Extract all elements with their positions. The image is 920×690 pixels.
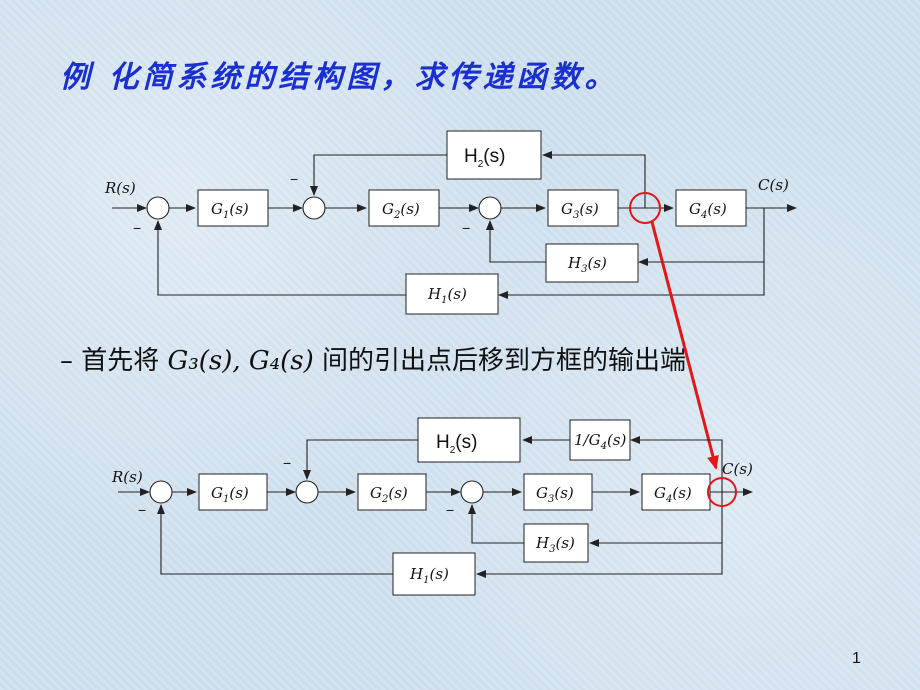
step-text: – 首先将 G₃(s), G₄(s) 间的引出点后移到方框的输出端: [60, 340, 686, 377]
top-block-G2: [368, 189, 440, 227]
svg-text:G3(s): G3(s): [561, 200, 599, 221]
svg-text:G1(s): G1(s): [211, 484, 249, 505]
top-sum-2: [302, 196, 326, 220]
top-block-G3: [547, 189, 619, 227]
bottom-block-G3: [523, 473, 593, 511]
bottom-block-H1: [392, 552, 476, 596]
svg-text:H2(s): H2(s): [436, 432, 477, 456]
svg-text:G4(s): G4(s): [654, 484, 692, 505]
slide-title: 例 化简系统的结构图，求传递函数。: [60, 60, 619, 95]
top-sign-3: −: [462, 220, 470, 236]
bottom-block-invG4: [569, 419, 631, 461]
top-block-G1: [197, 189, 269, 227]
top-sum-3: [478, 196, 502, 220]
step-prefix: 首先将: [81, 346, 160, 376]
step-bullet: –: [60, 346, 73, 376]
top-block-H2: [446, 130, 542, 180]
top-input-label: R(s): [104, 179, 136, 197]
svg-text:H3(s): H3(s): [535, 534, 575, 555]
move-arrow: [650, 221, 719, 470]
bottom-sign-1: −: [138, 502, 146, 518]
svg-text:G2(s): G2(s): [370, 484, 408, 505]
svg-text:H3(s): H3(s): [567, 254, 607, 275]
top-pickoff-highlight: [629, 192, 661, 224]
top-output-label: C(s): [758, 176, 789, 194]
svg-text:H1(s): H1(s): [427, 285, 467, 306]
bottom-sum-1: [149, 480, 173, 504]
svg-text:1/G4(s): 1/G4(s): [574, 431, 627, 452]
bottom-sum-2: [295, 480, 319, 504]
svg-text:G3(s): G3(s): [536, 484, 574, 505]
diagram-top: R(s) G1(s) G2(s) G3(s) G4(s) C(s) H2(s) …: [104, 130, 797, 315]
bottom-output-label: C(s): [722, 460, 753, 478]
page-number: 1: [852, 650, 861, 667]
diagram-bottom: R(s) G1(s) G2(s) G3(s) G4(s) C(s) 1/G4(s…: [111, 417, 753, 596]
bottom-sign-2: −: [283, 455, 291, 471]
bottom-sign-3: −: [446, 502, 454, 518]
step-suffix: 间的引出点后移到方框的输出端: [322, 346, 687, 376]
svg-text:H1(s): H1(s): [409, 565, 449, 586]
step-math: G₃(s), G₄(s): [167, 346, 314, 376]
svg-text:G4(s): G4(s): [689, 200, 727, 221]
bottom-pickoff-highlight: [707, 477, 737, 507]
bottom-block-G1: [198, 473, 268, 511]
top-sign-1: −: [133, 220, 141, 236]
top-sign-2: −: [290, 171, 298, 187]
top-sum-1: [146, 196, 170, 220]
bottom-sum-3: [460, 480, 484, 504]
svg-text:G1(s): G1(s): [211, 200, 249, 221]
bottom-input-label: R(s): [111, 468, 143, 486]
svg-text:G2(s): G2(s): [382, 200, 420, 221]
bottom-block-G4: [641, 473, 711, 511]
bottom-block-G2: [357, 473, 427, 511]
top-block-G4: [675, 189, 747, 227]
top-block-H3: [545, 243, 639, 283]
top-block-H1: [405, 273, 499, 315]
svg-text:H2(s): H2(s): [464, 146, 505, 170]
